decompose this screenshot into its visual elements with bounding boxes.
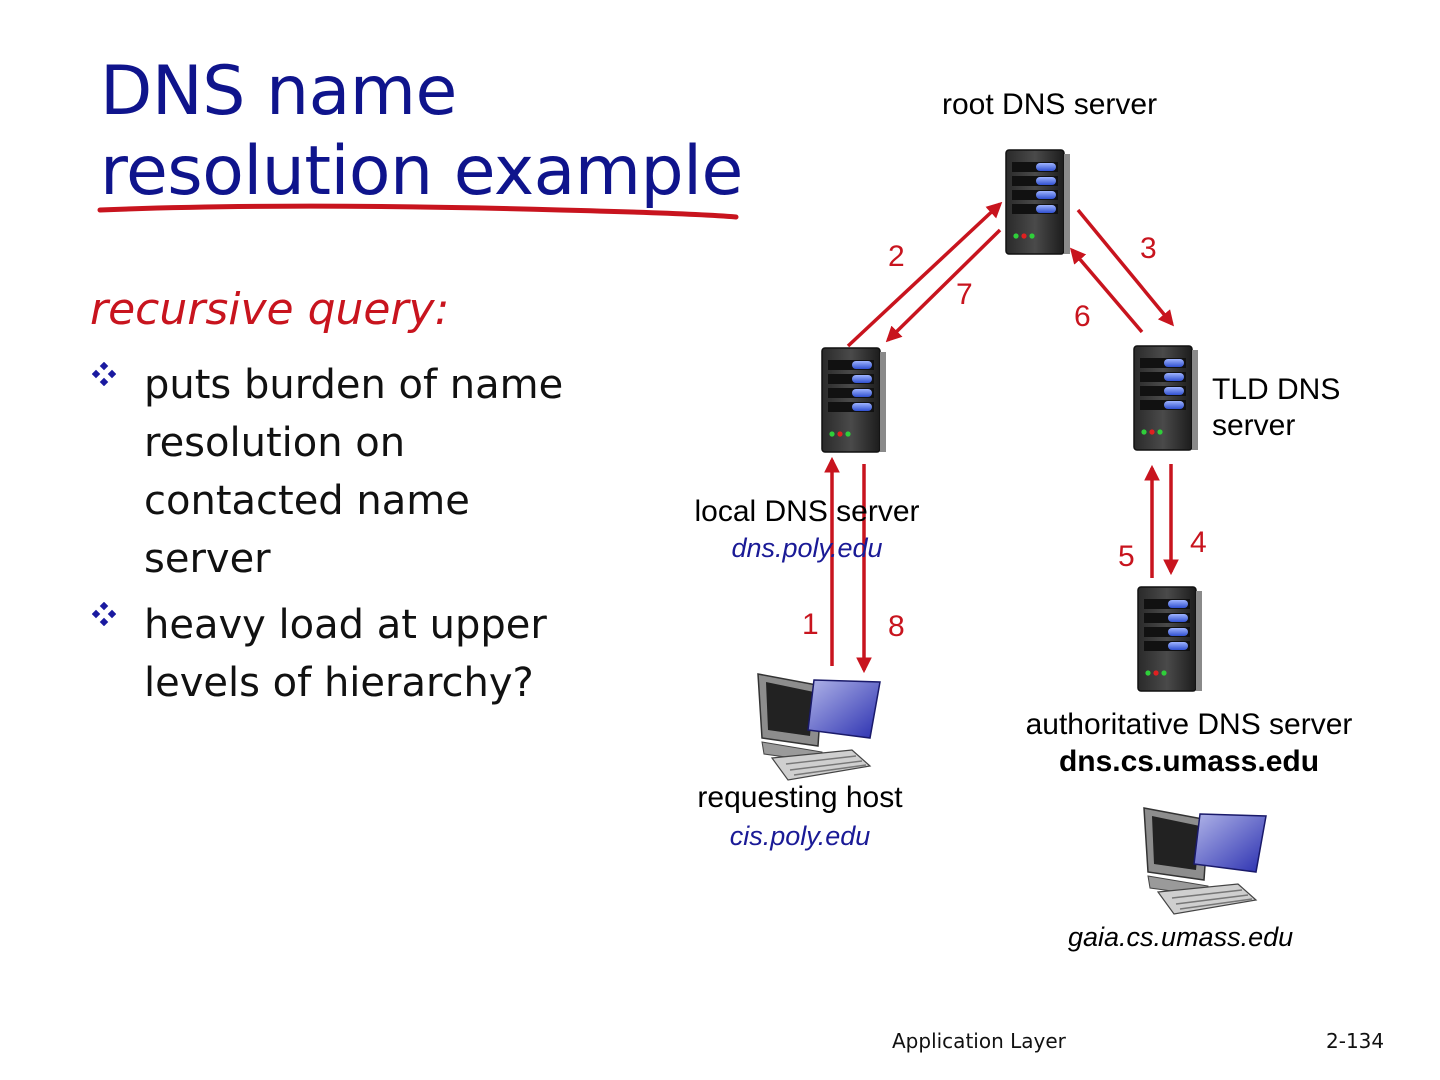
step-label-4: 4: [1190, 526, 1207, 560]
step-label-1: 1: [802, 608, 819, 642]
step-label-2: 2: [888, 240, 905, 274]
target-host-name: gaia.cs.umass.edu: [1068, 922, 1293, 953]
tld-label-line2: server: [1212, 408, 1340, 444]
auth-server-caption: authoritative DNS server dns.cs.umass.ed…: [1000, 708, 1378, 779]
root-server-label: root DNS server: [942, 88, 1157, 122]
step-label-8: 8: [888, 610, 905, 644]
arrow-step-2: [848, 204, 1000, 346]
bullet-item: puts burden of name resolution on contac…: [92, 356, 572, 596]
requesting-host-caption: requesting host cis.poly.edu: [650, 781, 950, 852]
title-underline: [100, 206, 736, 217]
tld-label-line1: TLD DNS: [1212, 372, 1340, 408]
requesting-host-name: cis.poly.edu: [650, 821, 950, 852]
tld-server-icon: [1134, 346, 1198, 450]
arrow-step-3: [1078, 210, 1172, 324]
diamond-bullet-icon: [92, 362, 116, 386]
step-label-6: 6: [1074, 300, 1091, 334]
requesting-host-icon: [758, 674, 880, 780]
target-host-icon: [1144, 808, 1266, 914]
local-server-label: local DNS server: [657, 495, 957, 529]
tld-server-label: TLD DNS server: [1212, 372, 1340, 444]
auth-server-label: authoritative DNS server: [1000, 708, 1378, 742]
step-label-7: 7: [956, 278, 973, 312]
requesting-host-label: requesting host: [650, 781, 950, 815]
local-server-host: dns.poly.edu: [657, 533, 957, 564]
subtitle-recursive-query: recursive query:: [90, 284, 449, 335]
step-label-5: 5: [1118, 540, 1135, 574]
bullet-item: heavy load at upper levels of hierarchy?: [92, 596, 572, 716]
bullet-text: heavy load at upper levels of hierarchy?: [144, 596, 574, 712]
local-server-icon: [822, 348, 886, 452]
bullet-text: puts burden of name resolution on contac…: [144, 356, 574, 588]
step-label-3: 3: [1140, 232, 1157, 266]
auth-server-host: dns.cs.umass.edu: [1000, 745, 1378, 779]
local-server-caption: local DNS server dns.poly.edu: [657, 495, 957, 564]
diamond-bullet-icon: [92, 602, 116, 626]
root-server-icon: [1006, 150, 1070, 254]
footer-section: Application Layer: [892, 1029, 1066, 1053]
auth-server-icon: [1138, 587, 1202, 691]
arrow-step-7: [888, 230, 1000, 340]
footer-page-number: 2-134: [1326, 1029, 1384, 1053]
